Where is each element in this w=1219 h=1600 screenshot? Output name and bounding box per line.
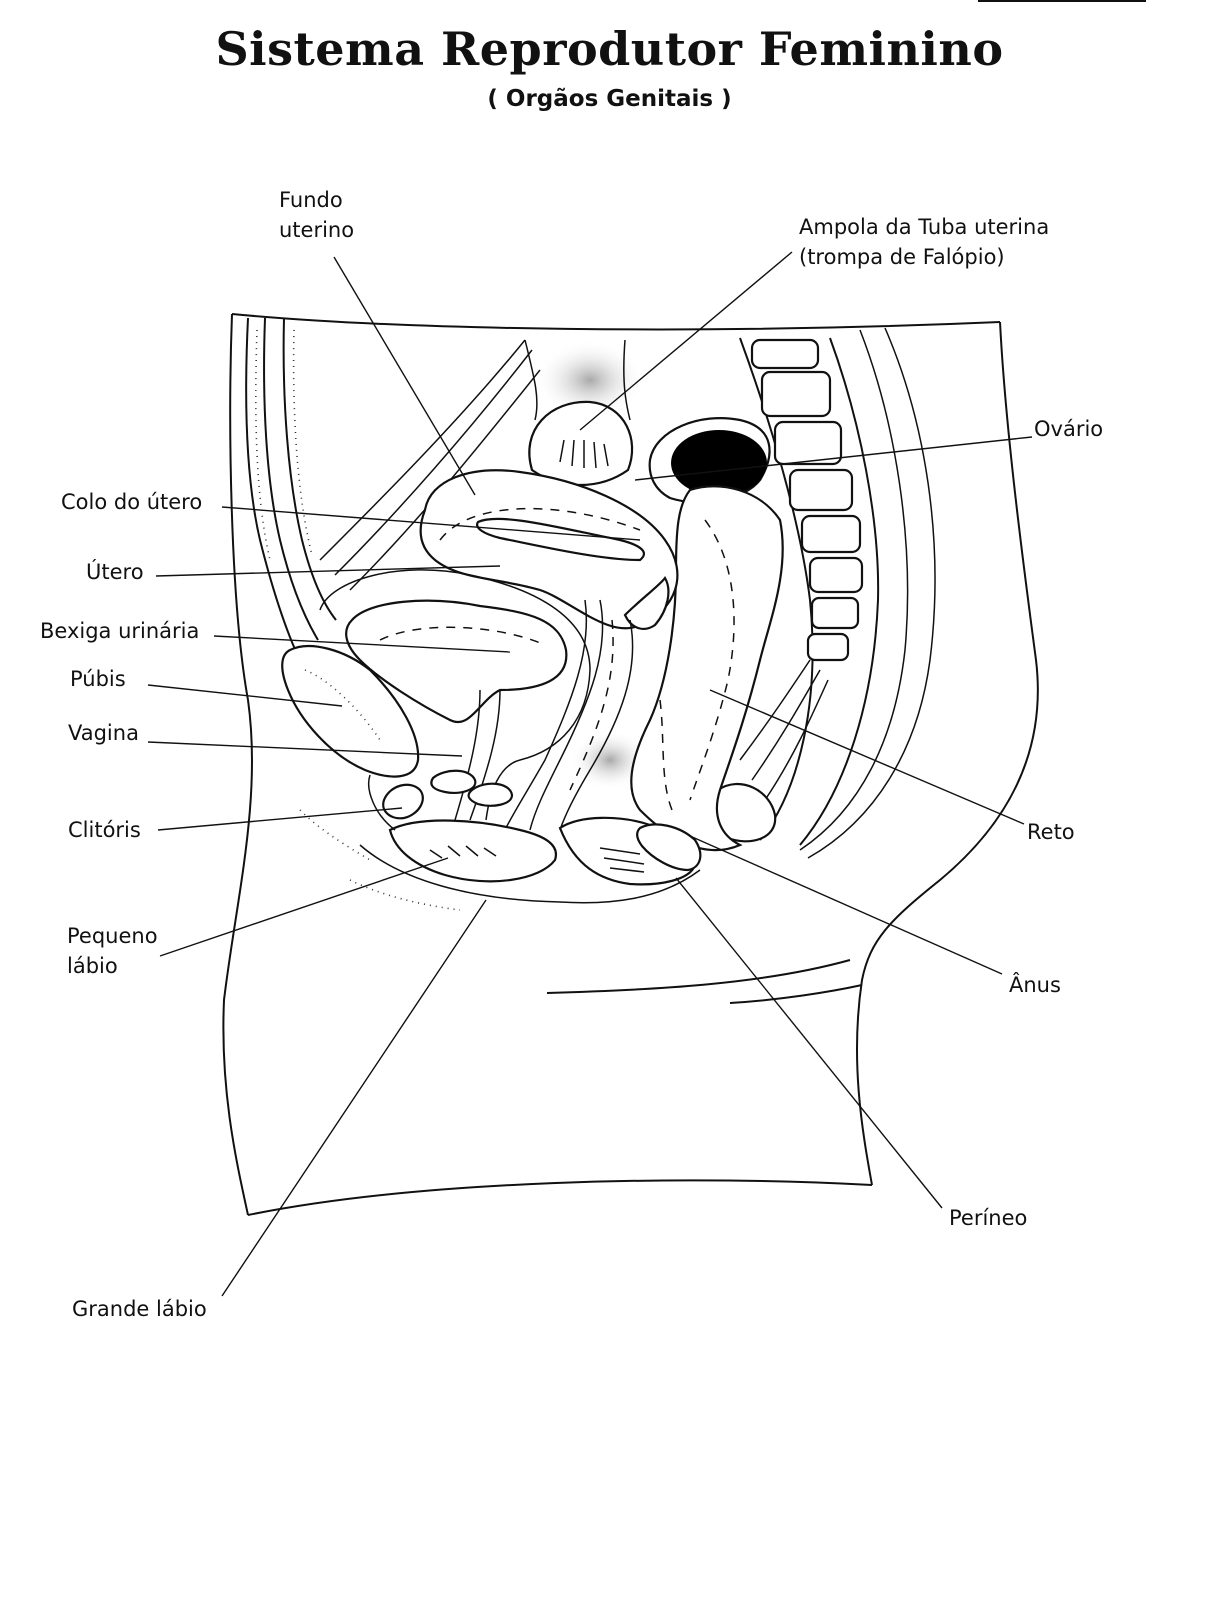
leader-utero	[155, 565, 501, 577]
vagina	[504, 599, 634, 831]
leader-pequeno-labio	[159, 857, 449, 957]
label-pubis: Púbis	[70, 667, 126, 691]
page-subtitle: ( Orgãos Genitais )	[487, 86, 732, 112]
leader-colo-utero	[221, 506, 641, 541]
label-reto: Reto	[1027, 820, 1075, 844]
leader-pubis	[147, 684, 343, 707]
leader-bexiga	[213, 635, 511, 653]
body-outline	[222, 313, 1039, 1216]
leader-clitoris	[157, 807, 403, 831]
label-pequeno-labio: Pequeno lábio	[67, 924, 158, 978]
label-ampola-tuba-uterina: Ampola da Tuba uterina (trompa de Falópi…	[799, 215, 1050, 269]
perineum	[558, 816, 702, 886]
leader-ampola	[579, 251, 793, 431]
label-vagina: Vagina	[68, 721, 139, 745]
spine	[708, 327, 936, 859]
leader-reto	[709, 689, 1025, 825]
label-perineo: Períneo	[949, 1206, 1028, 1230]
fallopian-tube	[524, 339, 634, 486]
label-bexiga-urinaria: Bexiga urinária	[40, 619, 200, 643]
label-clitoris: Clitóris	[68, 818, 141, 842]
label-colo-do-utero: Colo do útero	[61, 490, 203, 514]
leader-vagina	[147, 741, 463, 757]
label-utero: Útero	[86, 560, 144, 584]
label-anus: Ânus	[1009, 973, 1061, 997]
pubic-bone	[281, 645, 420, 778]
top-rule	[978, 0, 1146, 2]
shading-pouch	[570, 730, 650, 790]
shading	[535, 340, 645, 420]
page-title: Sistema Reprodutor Feminino	[215, 22, 1004, 76]
abdominal-wall	[245, 317, 541, 661]
label-grande-labio: Grande lábio	[72, 1297, 207, 1321]
leader-anus	[689, 835, 1003, 975]
uterus	[419, 469, 679, 630]
leader-lines	[147, 251, 1033, 1297]
leader-perineo	[675, 877, 943, 1209]
ovary	[648, 417, 771, 504]
clitoris	[382, 769, 514, 820]
rectum	[630, 485, 784, 852]
label-ovario: Ovário	[1034, 417, 1104, 441]
label-fundo-uterino: Fundo uterino	[279, 188, 355, 242]
vulva	[299, 774, 701, 911]
leader-fundo-uterino	[333, 256, 476, 496]
vertebrae	[750, 338, 864, 662]
leader-grande-labio	[221, 899, 487, 1297]
leader-ovario	[634, 436, 1033, 481]
